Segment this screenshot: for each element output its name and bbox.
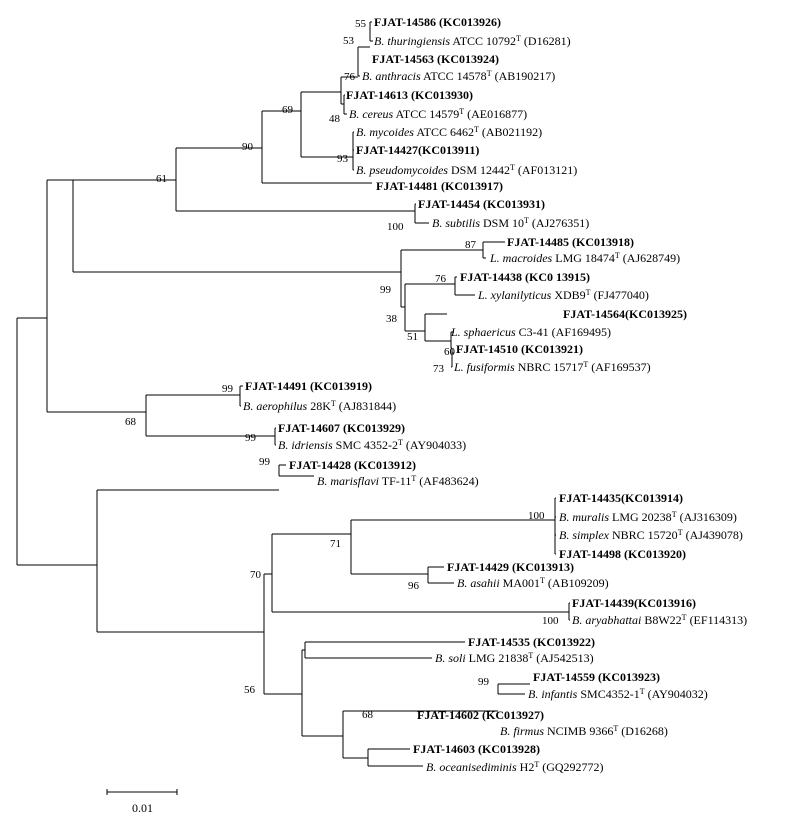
bootstrap-value: 100	[387, 221, 404, 233]
leaf-label: L. fusiformis NBRC 15717T (AF169537)	[453, 360, 651, 375]
bootstrap-value: 48	[329, 113, 341, 125]
leaf-label: FJAT-14607 (KC013929)	[278, 421, 405, 435]
leaf-label: B. anthracis ATCC 14578T (AB190217)	[362, 69, 555, 84]
leaf-label: B. pseudomycoides DSM 12442T (AF013121)	[356, 163, 577, 178]
leaf-label: FJAT-14427(KC013911)	[356, 143, 479, 157]
leaf-label: FJAT-14510 (KC013921)	[456, 342, 583, 356]
bootstrap-value: 73	[433, 363, 445, 375]
leaf-label: L. sphaericus C3-41 (AF169495)	[450, 325, 611, 339]
bootstrap-value: 100	[528, 510, 545, 522]
leaf-label: FJAT-14439(KC013916)	[572, 596, 696, 610]
leaf-label: FJAT-14485 (KC013918)	[507, 235, 634, 249]
bootstrap-value: 51	[407, 331, 418, 343]
leaf-labels: FJAT-14586 (KC013926) B. thuringiensis A…	[243, 15, 747, 774]
leaf-label: B. asahii MA001T (AB109209)	[457, 576, 609, 591]
leaf-label: FJAT-14481 (KC013917)	[376, 179, 503, 193]
bootstrap-value: 53	[343, 35, 355, 47]
bootstrap-value: 68	[125, 416, 137, 428]
leaf-label: FJAT-14586 (KC013926)	[374, 15, 501, 29]
leaf-label: B. idriensis SMC 4352-2T (AY904033)	[278, 438, 466, 453]
bootstrap-value: 90	[242, 141, 254, 153]
bootstrap-value: 99	[259, 456, 271, 468]
leaf-label: FJAT-14428 (KC013912)	[289, 458, 416, 472]
bootstrap-value: 71	[330, 538, 341, 550]
bootstrap-value: 99	[478, 676, 490, 688]
scale-bar-line	[106, 789, 178, 795]
leaf-label: B. soli LMG 21838T (AJ542513)	[435, 651, 594, 666]
leaf-label: B. muralis LMG 20238T (AJ316309)	[559, 510, 737, 525]
tree-branches	[16, 21, 570, 795]
leaf-label: FJAT-14498 (KC013920)	[559, 547, 686, 561]
leaf-label: B. oceanisediminis H2T (GQ292772)	[426, 760, 604, 775]
leaf-label: B. mycoides ATCC 6462T (AB021192)	[356, 125, 542, 140]
bootstrap-value: 61	[156, 173, 167, 185]
bootstrap-value: 68	[362, 709, 374, 721]
leaf-label: B. subtilis DSM 10T (AJ276351)	[432, 216, 589, 231]
leaf-label: B. aerophilus 28KT (AJ831844)	[243, 399, 396, 414]
leaf-label: FJAT-14563 (KC013924)	[372, 52, 499, 66]
bootstrap-values: 55 53 76 48 69 93 90 61 100 87 76 99 38 …	[125, 18, 559, 721]
leaf-label: B. infantis SMC4352-1T (AY904032)	[528, 687, 708, 702]
bootstrap-value: 99	[222, 383, 234, 395]
leaf-label: FJAT-14454 (KC013931)	[418, 197, 545, 211]
bootstrap-value: 70	[250, 569, 262, 581]
leaf-label: L. xylanilyticus XDB9T (FJ477040)	[477, 288, 649, 303]
leaf-label: FJAT-14491 (KC013919)	[245, 379, 372, 393]
bootstrap-value: 60	[444, 346, 456, 358]
leaf-label: FJAT-14429 (KC013913)	[447, 560, 574, 574]
bootstrap-value: 56	[244, 684, 256, 696]
leaf-label: B. aryabhattai B8W22T (EF114313)	[572, 613, 747, 628]
leaf-label: FJAT-14535 (KC013922)	[468, 635, 595, 649]
bootstrap-value: 76	[435, 273, 447, 285]
leaf-label: FJAT-14564(KC013925)	[563, 307, 687, 321]
bootstrap-value: 93	[337, 153, 349, 165]
leaf-label: L. macroides LMG 18474T (AJ628749)	[489, 251, 680, 266]
leaf-label: B. thuringiensis ATCC 10792T (D16281)	[374, 34, 571, 49]
bootstrap-value: 76	[344, 71, 356, 83]
bootstrap-value: 100	[542, 615, 559, 627]
leaf-label: FJAT-14559 (KC013923)	[533, 670, 660, 684]
bootstrap-value: 87	[465, 239, 477, 251]
bootstrap-value: 99	[380, 284, 392, 296]
bootstrap-value: 96	[408, 580, 420, 592]
leaf-label: B. simplex NBRC 15720T (AJ439078)	[559, 528, 743, 543]
leaf-label: B. firmus NCIMB 9366T (D16268)	[500, 724, 668, 739]
leaf-label: B. cereus ATCC 14579T (AE016877)	[349, 107, 527, 122]
bootstrap-value: 99	[245, 432, 257, 444]
bootstrap-value: 55	[355, 18, 367, 30]
leaf-label: FJAT-14435(KC013914)	[559, 491, 683, 505]
leaf-label: FJAT-14613 (KC013930)	[346, 88, 473, 102]
bootstrap-value: 69	[282, 104, 294, 116]
leaf-label: FJAT-14602 (KC013927)	[417, 708, 544, 722]
bootstrap-value: 38	[386, 313, 398, 325]
leaf-label: FJAT-14438 (KC0 13915)	[460, 270, 590, 284]
scale-bar-label: 0.01	[132, 801, 153, 815]
leaf-label: FJAT-14603 (KC013928)	[413, 742, 540, 756]
leaf-label: B. marisflavi TF-11T (AF483624)	[317, 474, 479, 489]
